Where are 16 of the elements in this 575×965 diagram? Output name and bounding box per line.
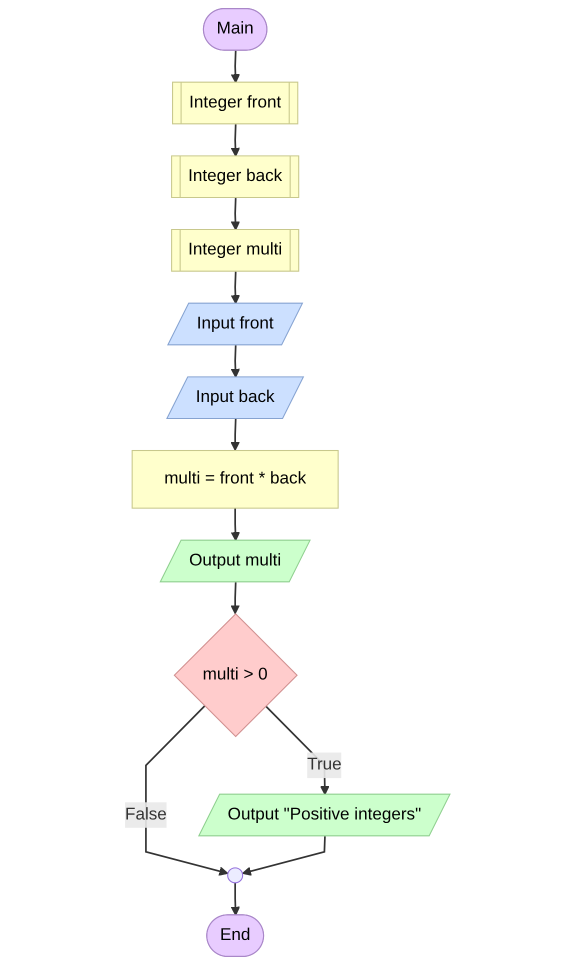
node-diamond: multi > 0 (174, 613, 298, 738)
arrow (230, 198, 240, 230)
arrow (230, 50, 240, 84)
arrow (242, 836, 326, 876)
arrow (230, 345, 240, 378)
node-circle (227, 867, 244, 884)
edge-label: False (125, 805, 167, 824)
arrow (230, 882, 240, 916)
node-box: multi = front * back (132, 450, 339, 509)
edge-label: True (307, 756, 342, 774)
arrow (230, 508, 240, 542)
arrow (230, 272, 240, 304)
arrow (145, 705, 228, 876)
arrow (230, 124, 240, 157)
arrow (230, 419, 240, 451)
arrow (230, 582, 240, 614)
